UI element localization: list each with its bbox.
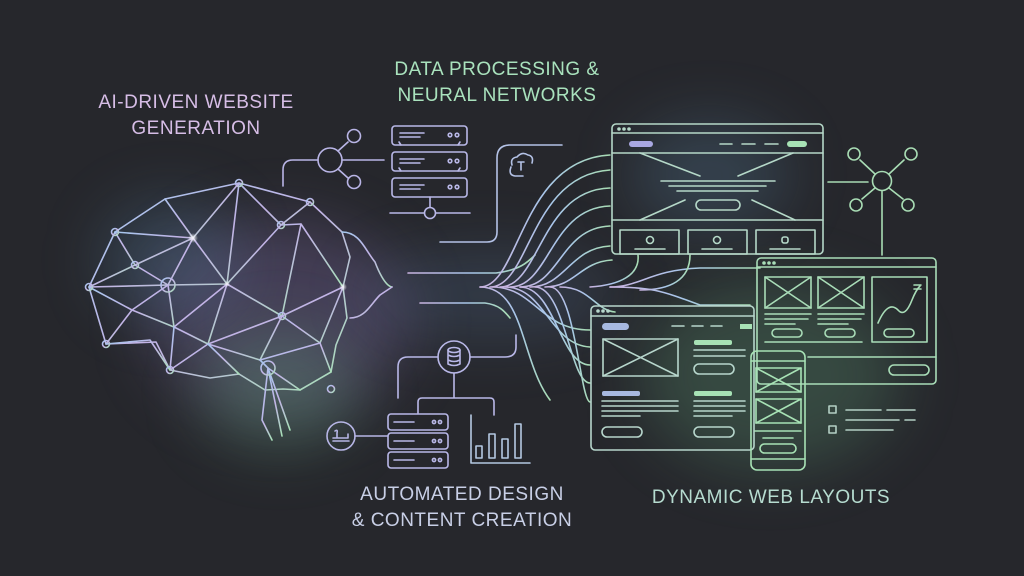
- network-node-icon: [827, 147, 918, 256]
- stamp-icon: [326, 421, 389, 451]
- label-dynamic-layouts: DYNAMIC WEB LAYOUTS: [651, 487, 891, 508]
- browser-wireframe-icon: [590, 305, 755, 451]
- label-data-processing: DATA PROCESSING & NEURAL NETWORKS: [394, 59, 600, 106]
- bar-chart-icon: [470, 414, 531, 464]
- server-rack-icon: [387, 413, 449, 469]
- checklist-icon: [828, 405, 916, 434]
- browser-wireframe-icon: [611, 123, 824, 255]
- database-icon: [397, 334, 517, 416]
- cloud-icon: [439, 144, 563, 243]
- mobile-wireframe-icon: [750, 350, 806, 471]
- hub-node-icon: [282, 128, 385, 190]
- label-ai-generation: AI-DRIVEN WEBSITE GENERATION: [98, 92, 294, 139]
- data-stream-lines: [389, 154, 761, 403]
- browser-wireframe-icon: [756, 257, 937, 385]
- server-rack-icon: [389, 125, 471, 220]
- label-automated-design: AUTOMATED DESIGN & CONTENT CREATION: [351, 484, 573, 531]
- brain-network-icon: [84, 178, 393, 441]
